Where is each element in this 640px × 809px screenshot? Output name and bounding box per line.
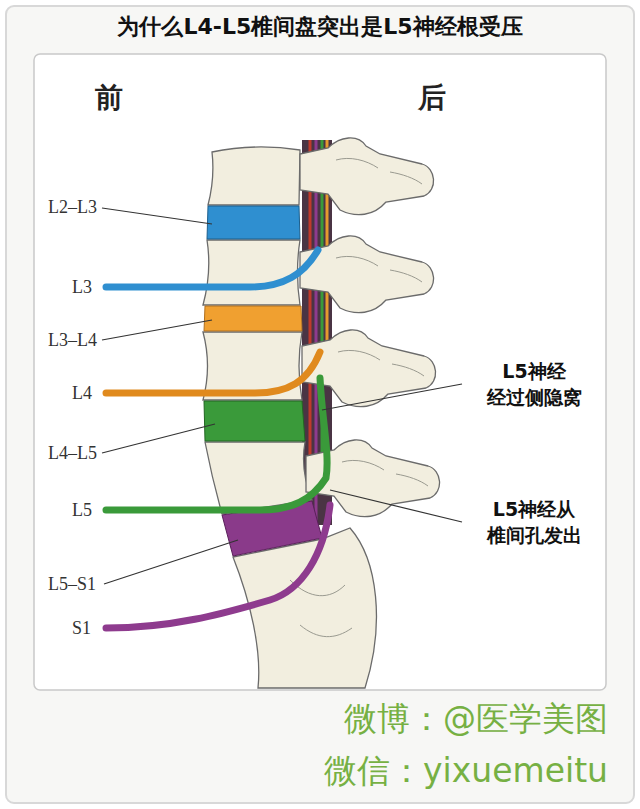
vertebral-body	[208, 147, 300, 205]
leader-line	[104, 540, 238, 584]
frame	[6, 6, 634, 803]
leader-line	[330, 490, 462, 522]
disc	[204, 401, 305, 441]
disc-label: L5–S1	[48, 573, 96, 595]
leader-line	[322, 384, 462, 410]
nerve-label: L3	[72, 276, 92, 298]
nerve-label: L4	[72, 382, 92, 404]
disc	[207, 206, 300, 239]
leader-line	[102, 208, 212, 224]
nerve-label: S1	[72, 617, 91, 639]
watermark: 微信：yixuemeitu	[324, 750, 608, 792]
direction-label: 前	[95, 82, 123, 114]
diagram-title: 为什么L4-L5椎间盘突出是L5神经根受压	[0, 12, 640, 42]
callout-text: L5神经 经过侧隐窝	[466, 358, 602, 410]
nerve-label: L5	[72, 499, 92, 521]
nerve-root	[106, 505, 330, 628]
panel	[34, 54, 606, 690]
watermark: 微博：@医学美图	[344, 698, 608, 740]
vertebral-body	[203, 240, 300, 305]
disc-label: L3–L4	[48, 329, 97, 351]
sacrum-detail	[290, 580, 352, 637]
leader-line	[102, 320, 212, 340]
disc-label: L4–L5	[48, 442, 97, 464]
disc-label: L2–L3	[48, 196, 97, 218]
posterior-element	[300, 138, 434, 215]
nerve-root	[106, 250, 318, 287]
callout-text: L5神经从 椎间孔发出	[466, 496, 602, 548]
nerve-root	[106, 352, 320, 393]
disc	[204, 306, 302, 331]
direction-label: 后	[418, 82, 446, 114]
leader-line	[102, 424, 215, 453]
